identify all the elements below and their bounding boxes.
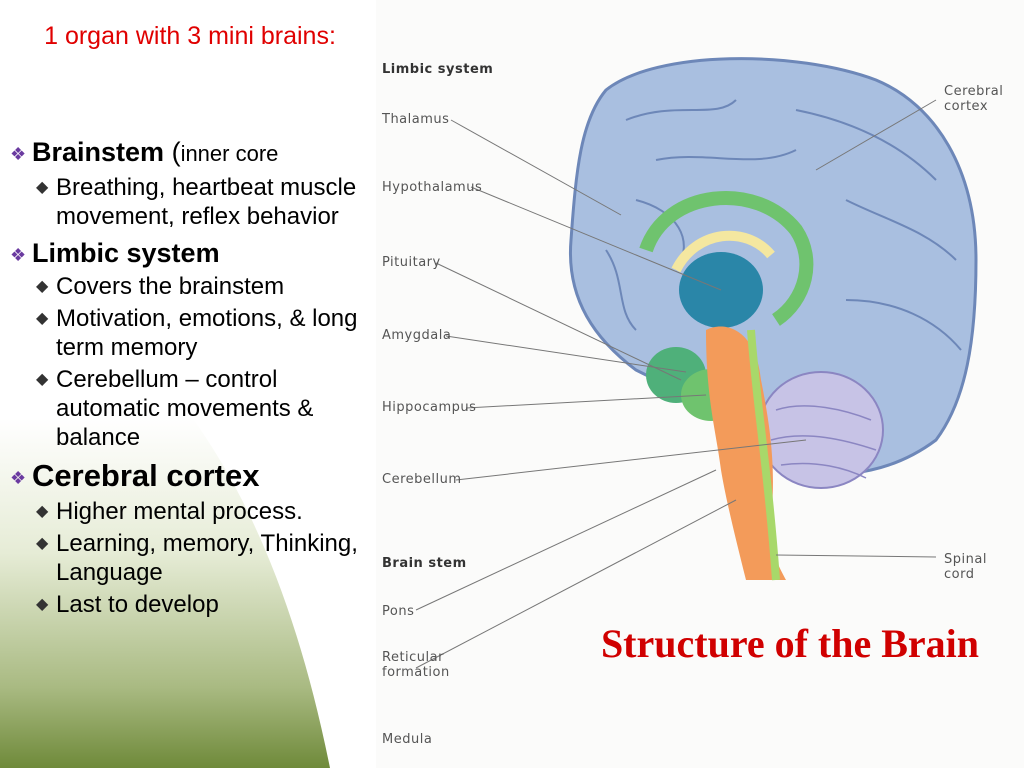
sub-bullet: ◆ Covers the brainstem: [10, 272, 376, 301]
diamond-bullet-icon: ❖: [10, 245, 27, 265]
sub-bullet-text: Learning, memory, Thinking, Language: [56, 530, 358, 586]
label-pituitary: Pituitary: [382, 255, 441, 270]
label-pons: Pons: [382, 604, 415, 619]
label-cerebral-cortex: Cerebral cortex: [944, 84, 1004, 114]
diamond-icon: ◆: [36, 535, 49, 552]
brainstem-title: Brainstem: [32, 137, 165, 167]
diamond-bullet-icon: ❖: [10, 144, 27, 164]
brain-stem-shape: [706, 326, 786, 580]
bullet-cortex: ❖ Cerebral cortex: [10, 458, 376, 494]
label-hypothalamus: Hypothalamus: [382, 180, 483, 195]
bullet-list: ❖ Brainstem (inner core ◆ Breathing, hea…: [10, 130, 376, 619]
cerebellum-shape: [758, 371, 884, 489]
diamond-icon: ◆: [36, 310, 49, 327]
label-medula: Medula: [382, 732, 433, 747]
brainstem-note: inner core: [180, 141, 279, 166]
sub-bullet-text: Breathing, heartbeat muscle movement, re…: [56, 174, 357, 230]
limbic-ring-shape: [639, 191, 814, 326]
bullet-limbic: ❖ Limbic system: [10, 237, 376, 269]
brain-illustration: [415, 57, 978, 669]
label-spinal-cord: Spinal cord: [944, 552, 987, 582]
sub-bullet: ◆ Cerebellum – control automatic movemen…: [10, 365, 376, 452]
sub-bullet: ◆ Last to develop: [10, 590, 376, 619]
heading: 1 organ with 3 mini brains:: [44, 22, 336, 50]
label-thalamus: Thalamus: [382, 112, 450, 127]
diamond-icon: ◆: [36, 179, 49, 196]
diamond-bullet-icon: ❖: [10, 468, 27, 488]
diamond-icon: ◆: [36, 278, 49, 295]
text-panel: 1 organ with 3 mini brains: ❖ Brainstem …: [0, 0, 376, 768]
label-limbic-system: Limbic system: [382, 62, 494, 77]
label-brain-stem: Brain stem: [382, 556, 467, 571]
cortex-title: Cerebral cortex: [32, 458, 260, 493]
slide-title: Structure of the Brain: [600, 621, 980, 666]
label-reticular-formation: Reticular formation: [382, 650, 450, 680]
diamond-icon: ◆: [36, 503, 49, 520]
sub-bullet: ◆ Learning, memory, Thinking, Language: [10, 529, 376, 587]
green-gradient-background: [0, 230, 330, 768]
brainstem-paren: (: [171, 137, 181, 167]
sub-bullet-text: Last to develop: [56, 591, 219, 618]
sub-bullet-text: Higher mental process.: [56, 498, 303, 525]
label-hippocampus: Hippocampus: [382, 400, 477, 415]
bullet-brainstem: ❖ Brainstem (inner core: [10, 136, 376, 170]
sub-bullet: ◆ Motivation, emotions, & long term memo…: [10, 304, 376, 362]
sub-bullet: ◆ Higher mental process.: [10, 497, 376, 526]
sub-bullet-text: Covers the brainstem: [56, 273, 285, 300]
brain-diagram: Limbic system Thalamus Hypothalamus Pitu…: [376, 0, 1024, 768]
sub-bullet-text: Cerebellum – control automatic movements…: [56, 366, 314, 451]
sub-bullet: ◆ Breathing, heartbeat muscle movement, …: [10, 173, 376, 231]
label-cerebellum: Cerebellum: [382, 472, 462, 487]
limbic-title: Limbic system: [32, 238, 220, 268]
sub-bullet-text: Motivation, emotions, & long term memory: [56, 305, 358, 361]
label-amygdala: Amygdala: [382, 328, 452, 343]
diamond-icon: ◆: [36, 596, 49, 613]
diamond-icon: ◆: [36, 371, 49, 388]
